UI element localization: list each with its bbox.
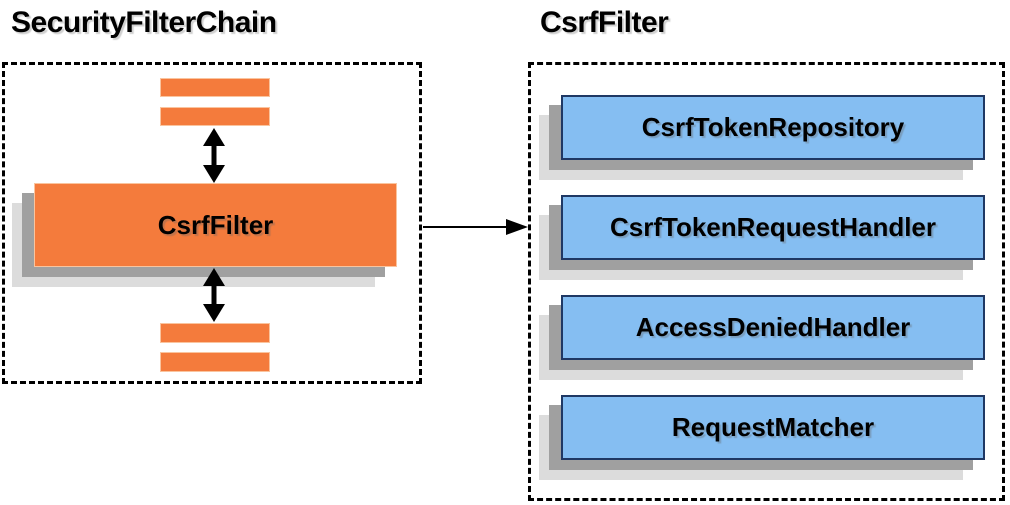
component-box-access-denied-handler: AccessDeniedHandler xyxy=(539,295,985,380)
component-label: CsrfTokenRequestHandler xyxy=(609,212,937,242)
component-box-csrf-token-repository: CsrfTokenRepository xyxy=(539,95,985,180)
csrf-filter-node-label: CsrfFilter xyxy=(157,209,274,240)
component-label: RequestMatcher xyxy=(671,412,875,442)
filter-bar-bottom-2 xyxy=(160,352,270,372)
component-label: CsrfTokenRepository xyxy=(641,112,905,142)
component-box-csrf-token-request-handler: CsrfTokenRequestHandler xyxy=(539,195,985,280)
component-label: AccessDeniedHandler xyxy=(635,312,911,342)
csrf-filter-container xyxy=(528,62,1005,501)
component-face: CsrfTokenRepository xyxy=(561,95,985,160)
filter-bar-bottom-1 xyxy=(160,323,270,343)
csrf-filter-node-face: CsrfFilter xyxy=(34,183,397,267)
security-filter-chain-title: SecurityFilterChain xyxy=(11,6,277,39)
csrf-filter-title: CsrfFilter xyxy=(540,6,669,39)
filter-bar-top-1 xyxy=(160,78,270,97)
security-filter-chain-container xyxy=(2,62,422,384)
csrf-filter-node: CsrfFilter xyxy=(12,183,397,287)
filter-bar-top-2 xyxy=(160,107,270,126)
arrow-csrf-filter-to-detail xyxy=(423,219,528,235)
component-face: CsrfTokenRequestHandler xyxy=(561,195,985,260)
component-face: AccessDeniedHandler xyxy=(561,295,985,360)
component-face: RequestMatcher xyxy=(561,395,985,460)
component-box-request-matcher: RequestMatcher xyxy=(539,395,985,480)
